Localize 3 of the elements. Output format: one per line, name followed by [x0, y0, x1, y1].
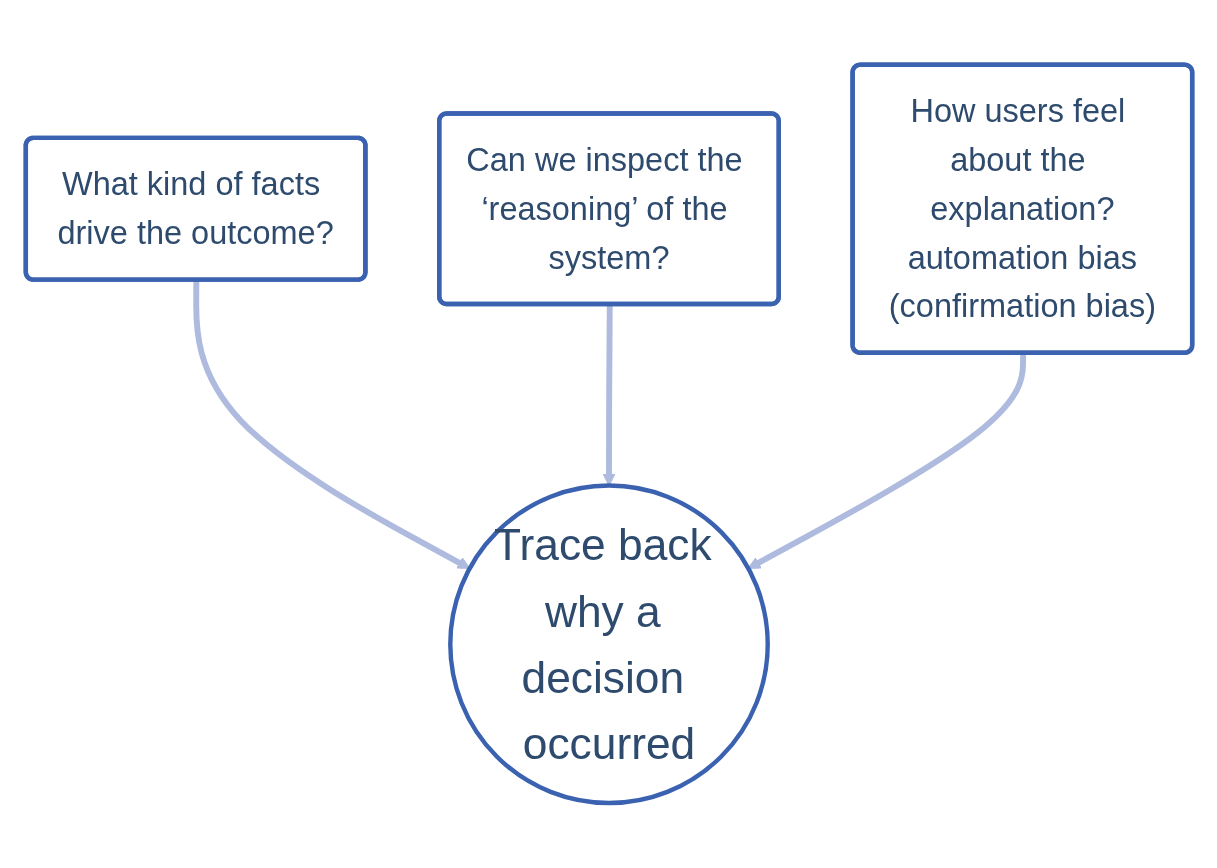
node-circle: Trace back why a decision occurred [447, 483, 770, 806]
arrow [192, 280, 470, 570]
arrow [747, 353, 1026, 570]
